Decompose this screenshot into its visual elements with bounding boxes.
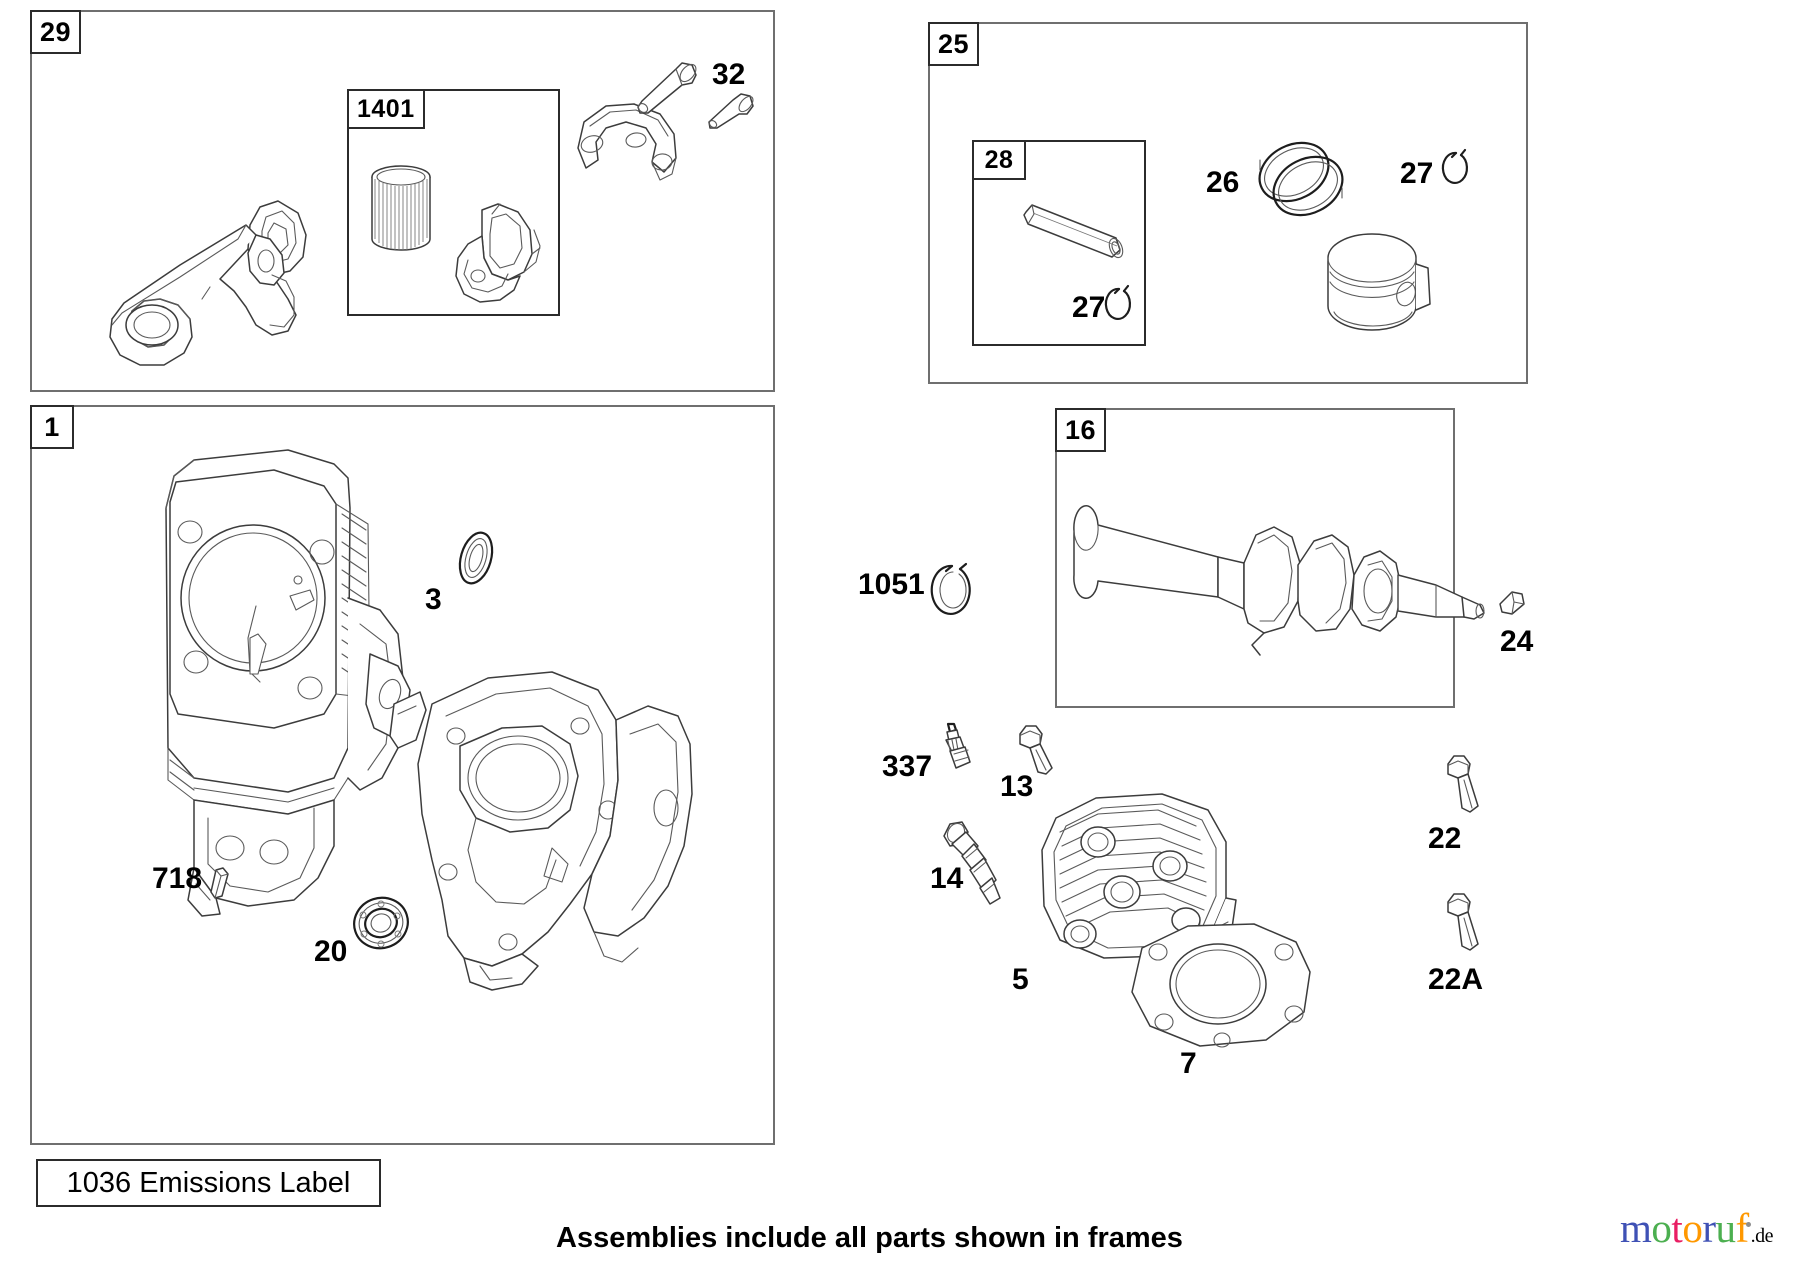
lock-ring-right-drawing	[1441, 148, 1474, 188]
callout-718: 718	[152, 862, 203, 895]
frame-28-piston-pin-kit: 28	[972, 140, 1146, 346]
frame-1-cylinder-block: 1	[30, 405, 775, 1145]
rod-bolt-a-drawing	[632, 57, 698, 117]
frame-25-piston-assembly: 25	[928, 22, 1528, 384]
piston-drawing	[1320, 228, 1440, 338]
bolt-22a-drawing	[1438, 890, 1484, 954]
callout-5: 5	[1012, 963, 1029, 996]
bolt-22-drawing	[1438, 752, 1484, 816]
logo-dot-accent	[1745, 1222, 1751, 1228]
frame-1-tag: 1	[30, 405, 74, 449]
bearing-sleeve-drawing	[368, 163, 434, 259]
logo-letter: r	[1702, 1205, 1716, 1251]
frame-1401-bearing-kit: 1401	[347, 89, 560, 316]
logo-suffix: .de	[1750, 1225, 1774, 1247]
oil-seal-drawing	[452, 528, 500, 588]
logo-letter: o	[1682, 1205, 1703, 1251]
logo-letter: u	[1715, 1205, 1736, 1251]
callout-26: 26	[1206, 166, 1240, 199]
logo-letters: motoruf	[1620, 1205, 1749, 1251]
ball-bearing-drawing	[350, 892, 412, 954]
connecting-rod-drawing	[60, 195, 320, 375]
spark-plug-drawing	[940, 818, 1004, 908]
motoruf-watermark: motoruf.de	[1620, 1205, 1774, 1251]
callout-22: 22	[1428, 822, 1462, 855]
callout-337: 337	[882, 750, 933, 783]
cylinder-head-drawing	[1020, 788, 1240, 968]
frame-1401-tag: 1401	[347, 89, 425, 129]
crankshaft-key-drawing	[1494, 588, 1528, 620]
callout-7: 7	[1180, 1047, 1197, 1080]
frame-16-crankshaft: 16	[1055, 408, 1455, 708]
retaining-ring-drawing	[930, 560, 978, 618]
frame-29-tag: 29	[30, 10, 82, 54]
lock-ring-inner-drawing	[1104, 284, 1138, 324]
piston-rings-drawing	[1246, 132, 1356, 224]
callout-3: 3	[425, 583, 442, 616]
callout-24: 24	[1500, 625, 1534, 658]
frame-29-connecting-rod: 29	[30, 10, 775, 392]
callout-1051: 1051	[858, 568, 925, 601]
logo-letter: t	[1671, 1205, 1683, 1251]
bolt-13-drawing	[1012, 722, 1058, 778]
callout-32: 32	[712, 58, 746, 91]
frame-25-tag: 25	[928, 22, 980, 66]
oil-sensor-drawing	[932, 722, 974, 782]
rod-bolt-b-drawing	[705, 88, 757, 132]
piston-pin-drawing	[1020, 200, 1130, 262]
bearing-halves-drawing	[448, 200, 548, 310]
callout-27-inner: 27	[1072, 291, 1106, 324]
frame-16-tag: 16	[1055, 408, 1107, 452]
callout-27-right: 27	[1400, 157, 1434, 190]
crankshaft-drawing	[1068, 505, 1488, 656]
head-gasket-drawing	[1118, 920, 1318, 1052]
callout-20: 20	[314, 935, 348, 968]
crankcase-cover-drawing	[372, 660, 712, 991]
assemblies-footnote: Assemblies include all parts shown in fr…	[556, 1222, 1183, 1254]
logo-letter: m	[1620, 1205, 1652, 1251]
callout-14: 14	[930, 862, 964, 895]
emissions-label-box: 1036 Emissions Label	[36, 1159, 381, 1207]
cylinder-block-drawing	[98, 448, 428, 968]
callout-22A: 22A	[1428, 963, 1484, 996]
logo-letter: o	[1651, 1205, 1672, 1251]
dowel-pin-drawing	[208, 866, 234, 902]
logo-letter: f	[1735, 1205, 1749, 1251]
frame-28-tag: 28	[972, 140, 1026, 180]
callout-13: 13	[1000, 770, 1034, 803]
